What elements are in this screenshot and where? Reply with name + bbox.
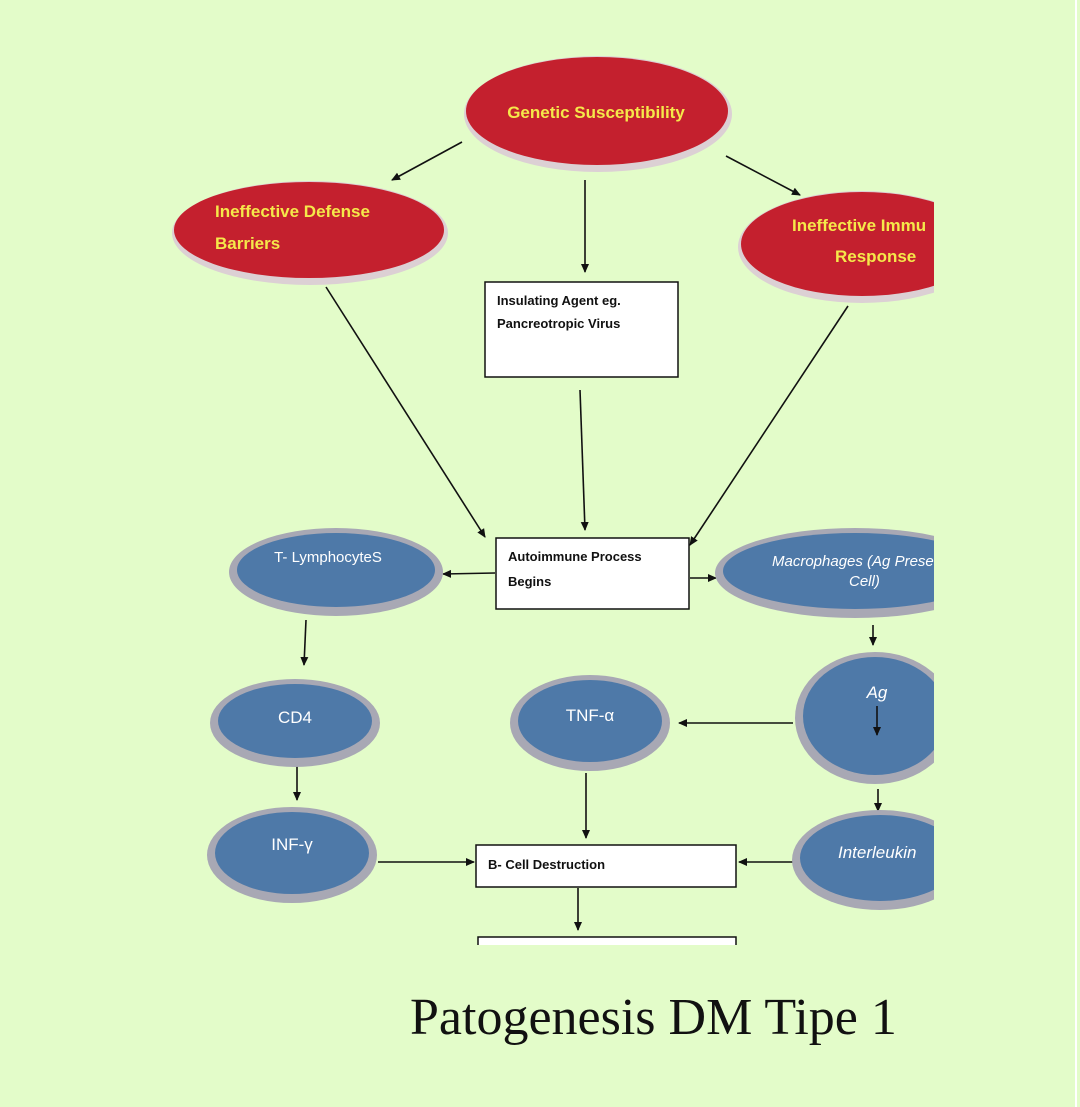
box-insulating-agent: Insulating Agent eg. Pancreotropic Virus <box>484 281 679 378</box>
agent-label-2: Pancreotropic Virus <box>497 316 620 331</box>
defense-label-1: Ineffective Defense <box>215 202 370 221</box>
autoimmune-label-1: Autoimmune Process <box>508 549 642 564</box>
arrow-immune-to-autoimmune <box>689 305 849 546</box>
box-autoimmune-process: Autoimmune Process Begins <box>495 537 690 610</box>
box-bottom-partial <box>477 936 737 945</box>
node-genetic-susceptibility: Genetic Susceptibility <box>464 56 732 172</box>
genetic-label: Genetic Susceptibility <box>507 103 685 122</box>
ag-label: Ag <box>866 683 888 702</box>
right-border <box>1075 0 1077 1107</box>
diagram-svg: Genetic Susceptibility Ineffective Defen… <box>172 56 934 945</box>
macro-label-2: Cell) <box>849 573 880 590</box>
node-ag: Ag <box>795 652 934 784</box>
node-t-lymphocytes: T- LymphocyteS <box>229 528 443 616</box>
macro-label-1: Macrophages (Ag Presentii <box>772 553 934 570</box>
arrow-genetic-to-immune <box>725 155 801 196</box>
node-ineffective-defense: Ineffective Defense Barriers <box>172 181 448 285</box>
node-tnf-alpha: TNF-α <box>510 675 670 771</box>
immune-label-2: Response <box>835 247 916 266</box>
node-ineffective-immune: Ineffective Immu Response <box>738 191 934 303</box>
arrow-agent-to-autoimmune <box>579 389 589 531</box>
defense-label-2: Barriers <box>215 234 280 253</box>
cd4-label: CD4 <box>278 708 312 727</box>
node-macrophages: Macrophages (Ag Presentii Cell) <box>715 528 934 618</box>
tnf-label: TNF-α <box>566 706 615 725</box>
interleukin-label: Interleukin <box>838 843 916 862</box>
node-cd4: CD4 <box>210 679 380 767</box>
diagram-caption: Patogenesis DM Tipe 1 <box>410 989 897 1046</box>
autoimmune-label-2: Begins <box>508 574 551 589</box>
agent-label-1: Insulating Agent eg. <box>497 293 621 308</box>
box-bcell-destruction: B- Cell Destruction <box>475 844 737 888</box>
arrow-autoimmune-to-tlymph <box>442 569 496 578</box>
diagram-clip: Genetic Susceptibility Ineffective Defen… <box>172 56 934 945</box>
node-interleukin: Interleukin <box>792 810 934 910</box>
node-inf-gamma: INF-γ <box>207 807 377 903</box>
arrow-tlymph-to-cd4 <box>300 619 309 666</box>
tlymph-label: T- LymphocyteS <box>274 549 382 566</box>
bcell-label: B- Cell Destruction <box>488 857 605 872</box>
arrow-genetic-to-defense <box>391 141 463 181</box>
arrows <box>293 141 882 931</box>
arrow-defense-to-autoimmune <box>325 286 486 538</box>
inf-label: INF-γ <box>271 835 313 854</box>
immune-label-1: Ineffective Immu <box>792 216 926 235</box>
